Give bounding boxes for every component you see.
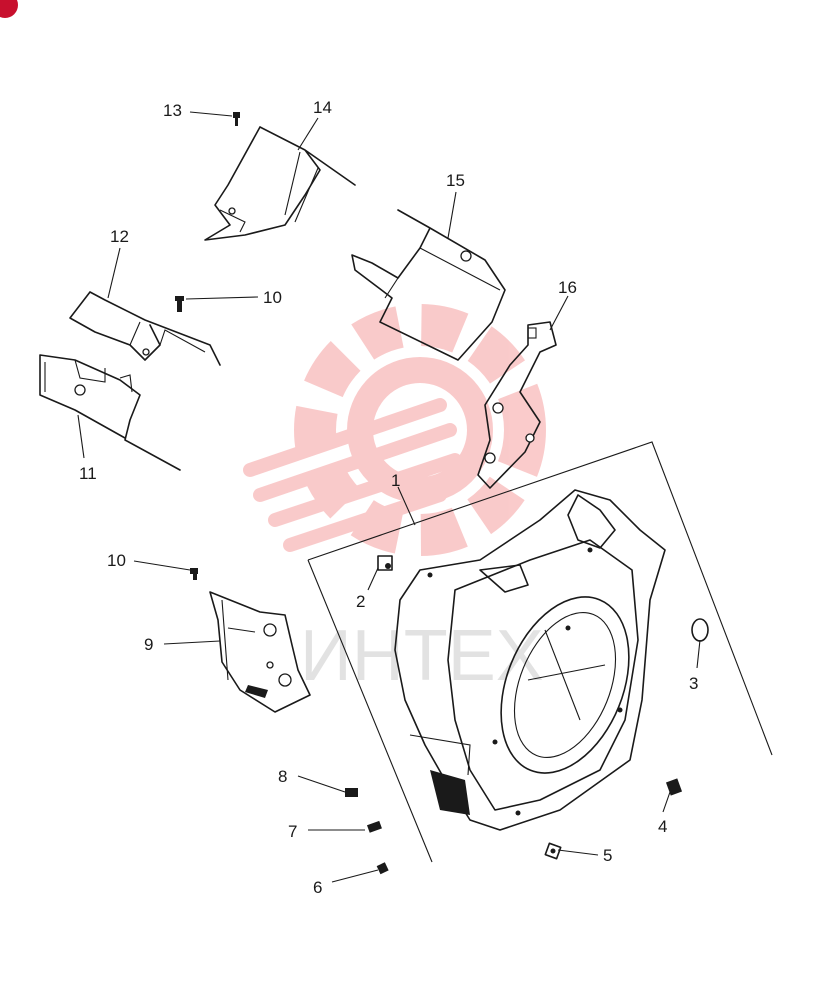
callout-10-lower: 10	[107, 551, 126, 570]
part-15-shroud	[351, 209, 506, 361]
callout-11: 11	[79, 464, 97, 483]
part-8-screw	[345, 788, 358, 797]
part-9-bracket	[209, 591, 311, 713]
part-6-screw	[376, 862, 389, 875]
watermark-text: ИНТЕХ	[300, 616, 544, 696]
callout-3: 3	[689, 674, 698, 693]
callout-13: 13	[163, 101, 182, 120]
part-3-grommet	[691, 618, 709, 642]
watermark-logo	[243, 304, 546, 556]
callout-9: 9	[144, 635, 153, 654]
callout-2: 2	[356, 592, 365, 611]
callout-1: 1	[391, 471, 400, 490]
callout-12: 12	[110, 227, 129, 246]
callout-16: 16	[558, 278, 577, 297]
part-10-bolt-lower	[190, 568, 198, 580]
part-13-screw	[233, 112, 240, 126]
callout-7: 7	[288, 822, 297, 841]
callout-6: 6	[313, 878, 322, 897]
part-1-blower-housing	[307, 441, 773, 863]
leader-lines	[77, 111, 701, 883]
part-10-bolt-upper	[175, 296, 184, 312]
callout-4: 4	[658, 817, 667, 836]
part-4-stud	[665, 778, 683, 796]
part-12-plate	[69, 291, 221, 366]
callout-14: 14	[313, 98, 332, 117]
callout-8: 8	[278, 767, 287, 786]
part-7-screw	[366, 820, 382, 833]
callout-labels: 13 14 15 16 12 10 11 1 2 10 9 3 4 5 8 7 …	[79, 98, 698, 897]
part-14-cover	[204, 126, 356, 241]
callout-10-upper: 10	[263, 288, 282, 307]
part-16-bracket	[477, 321, 557, 489]
part-11-panel	[39, 354, 181, 471]
corner-badge	[0, 0, 18, 18]
part-5-nut	[544, 842, 562, 860]
callout-15: 15	[446, 171, 465, 190]
part-2-clip	[377, 555, 393, 571]
callout-5: 5	[603, 846, 612, 865]
